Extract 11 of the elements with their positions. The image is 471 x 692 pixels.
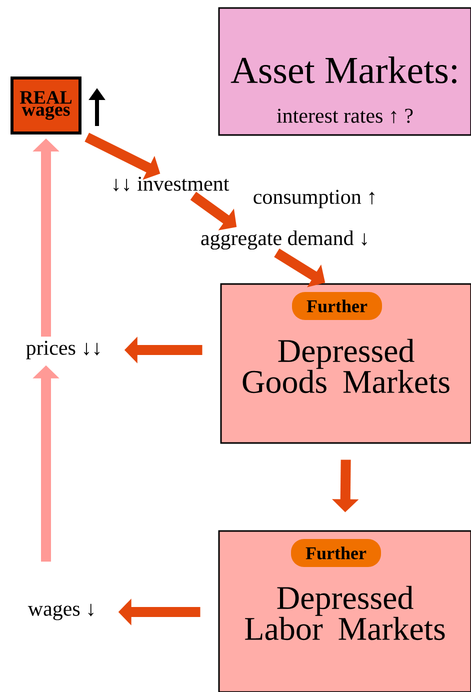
badge: Further: [291, 539, 381, 567]
variable-label: consumption ↑: [254, 190, 374, 208]
variable-box: REAL wages: [10, 76, 82, 134]
market-box: Further Depressed Goods Markets: [220, 283, 471, 444]
variable-label: prices ↓↓: [26, 340, 100, 360]
variable-label: wages ↓: [28, 604, 94, 620]
variable-label: ↓↓ investment: [114, 176, 230, 192]
badge: Further: [292, 292, 382, 320]
market-box: Asset Markets: interest rates ↑ ?: [218, 7, 471, 136]
variable-label: aggregate demand ↓: [201, 230, 367, 250]
market-box: Further Depressed Labor Markets: [218, 530, 471, 692]
